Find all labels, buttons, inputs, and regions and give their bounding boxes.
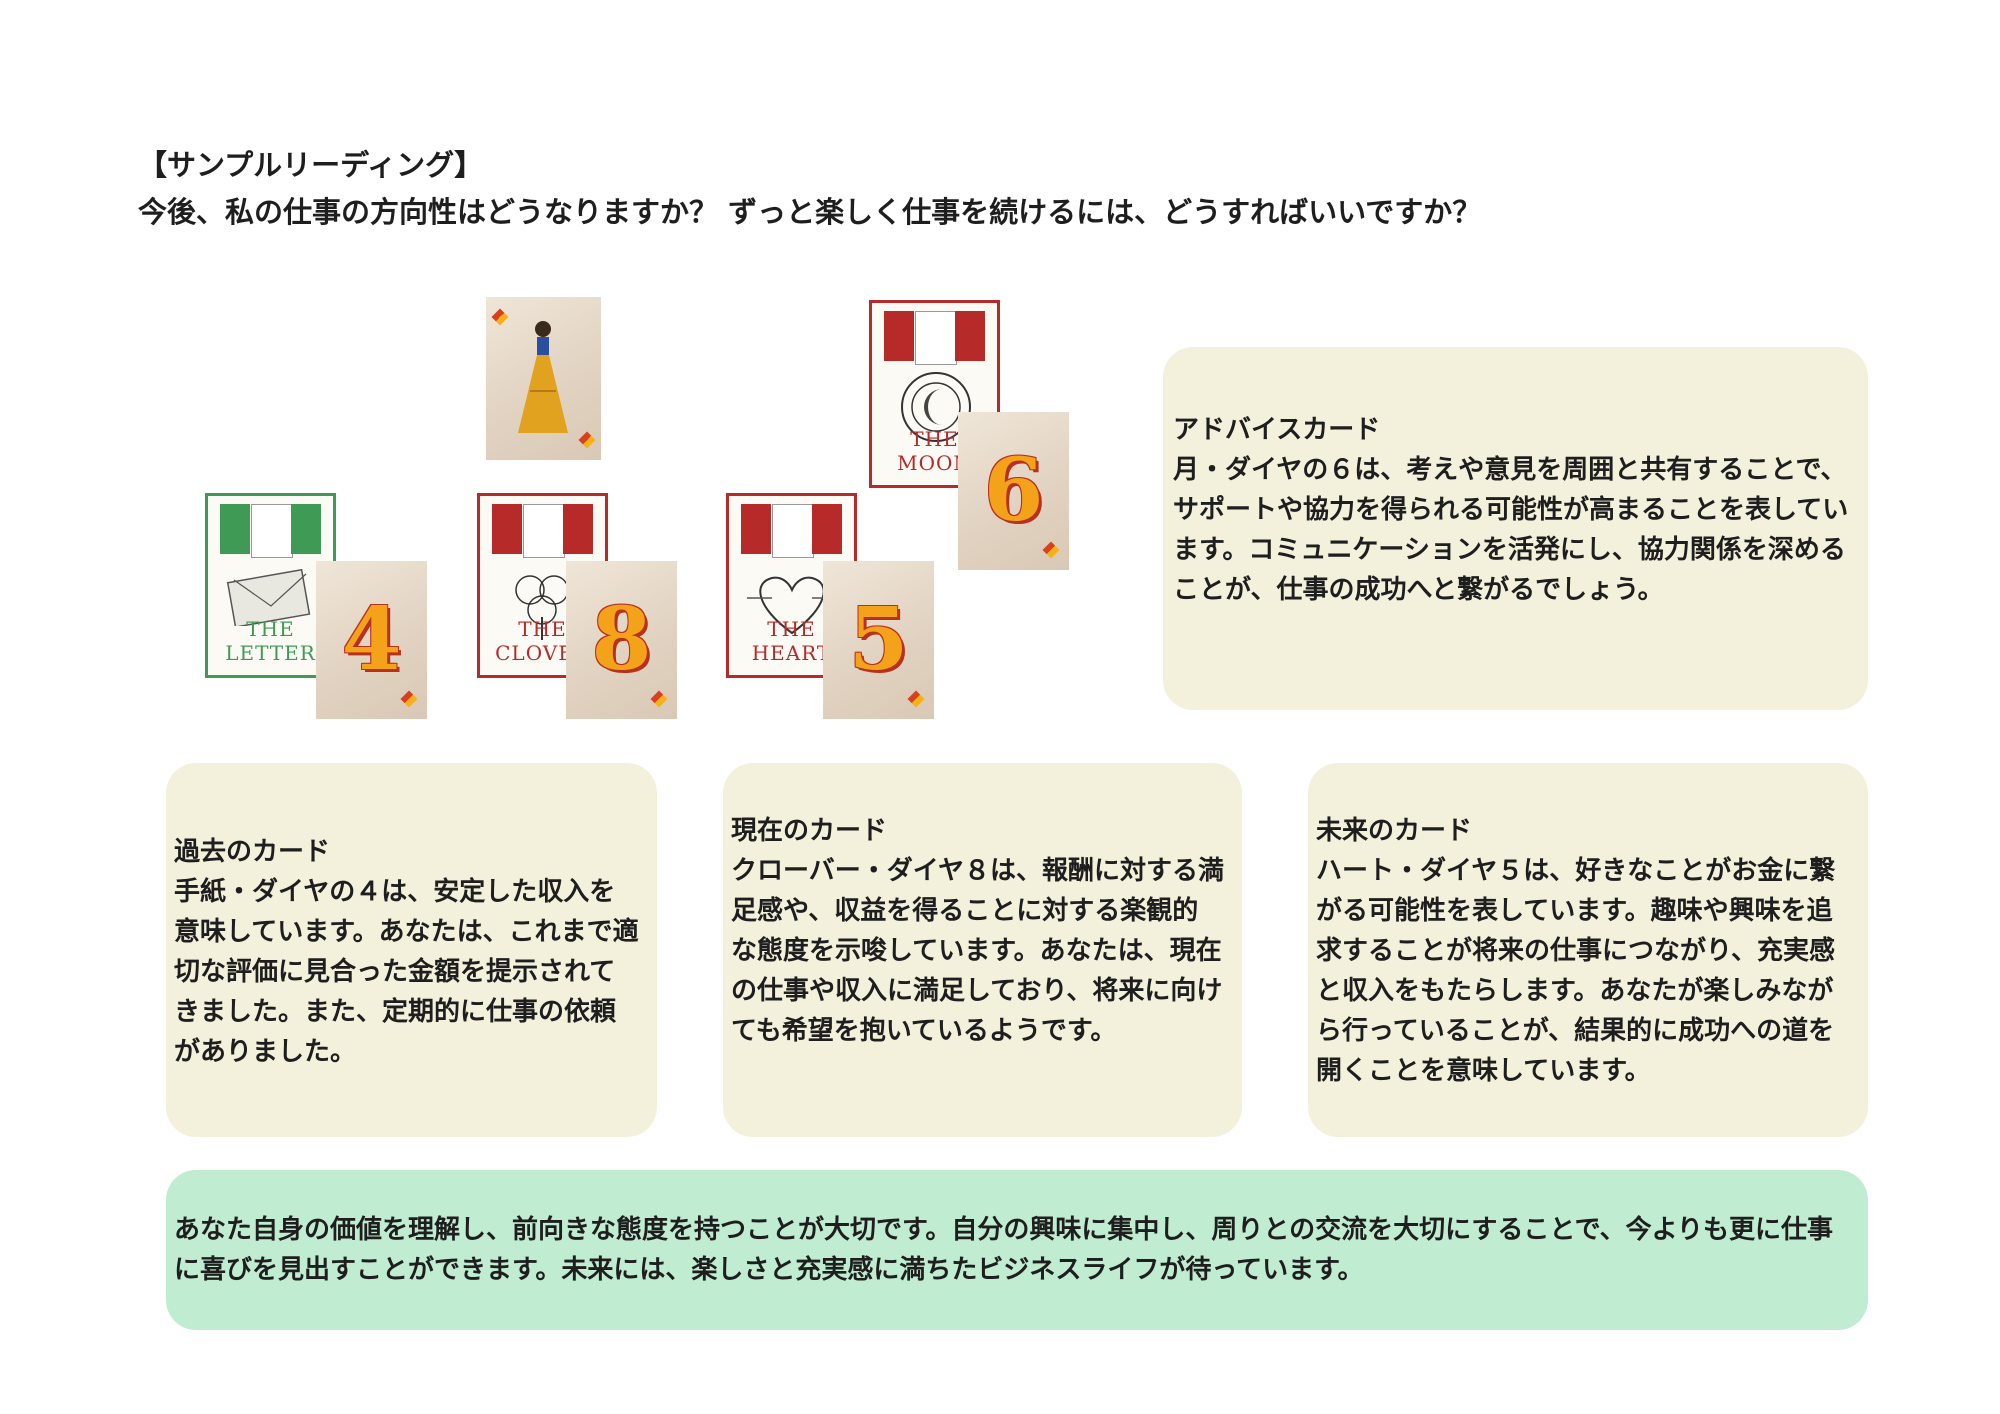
advice-card-text: 月・ダイヤの６は、考えや意見を周囲と共有することで、サポートや協力を得られる可能… [1173, 455, 1849, 605]
past-oracle-card: THE LETTER [205, 493, 336, 678]
past-card-number: 4 [341, 589, 402, 690]
future-card-text: ハート・ダイヤ５は、好きなことがお金に繋がる可能性を表しています。趣味や興味を追… [1316, 856, 1836, 1086]
future-card-number: 5 [848, 589, 909, 690]
summary-text: あなた自身の価値を理解し、前向きな態度を持つことが大切です。自分の興味に集中し、… [174, 1215, 1834, 1285]
present-card-number: 8 [591, 589, 652, 690]
advice-card-heading: アドバイスカード [1173, 415, 1381, 445]
lady-figure-icon [518, 321, 568, 433]
present-number-card: 8 [566, 561, 677, 719]
letter-illustration-icon [226, 568, 311, 626]
future-card-panel: 未来のカード ハート・ダイヤ５は、好きなことがお金に繋がる可能性を表しています。… [1308, 763, 1868, 1137]
past-card-heading: 過去のカード [174, 837, 331, 867]
summary-panel: あなた自身の価値を理解し、前向きな態度を持つことが大切です。自分の興味に集中し、… [166, 1170, 1868, 1330]
moon-illustration-icon [901, 372, 971, 442]
advice-card-number: 6 [983, 440, 1044, 541]
advice-number-card: 6 [958, 412, 1069, 570]
present-card-panel: 現在のカード クローバー・ダイヤ８は、報酬に対する満足感や、収益を得ることに対す… [723, 763, 1242, 1137]
past-card-panel: 過去のカード 手紙・ダイヤの４は、安定した収入を意味しています。あなたは、これま… [166, 763, 657, 1137]
reading-question: 今後、私の仕事の方向性はどうなりますか？ ずっと楽しく仕事を続けるには、どうすれ… [138, 195, 1482, 229]
page-title: 【サンプルリーディング】 [138, 148, 484, 182]
future-oracle-title: THE HEART [751, 617, 832, 665]
past-number-card: 4 [316, 561, 427, 719]
present-card-text: クローバー・ダイヤ８は、報酬に対する満足感や、収益を得ることに対する楽観的な態度… [731, 856, 1224, 1046]
advice-card-panel: アドバイスカード 月・ダイヤの６は、考えや意見を周囲と共有することで、サポートや… [1163, 347, 1868, 710]
past-card-text: 手紙・ダイヤの４は、安定した収入を意味しています。あなたは、これまで適切な評価に… [174, 877, 639, 1067]
significator-card [486, 297, 601, 460]
present-card-heading: 現在のカード [731, 816, 888, 846]
past-oracle-title: THE LETTER [225, 617, 316, 665]
future-card-heading: 未来のカード [1316, 816, 1473, 846]
future-number-card: 5 [823, 561, 934, 719]
